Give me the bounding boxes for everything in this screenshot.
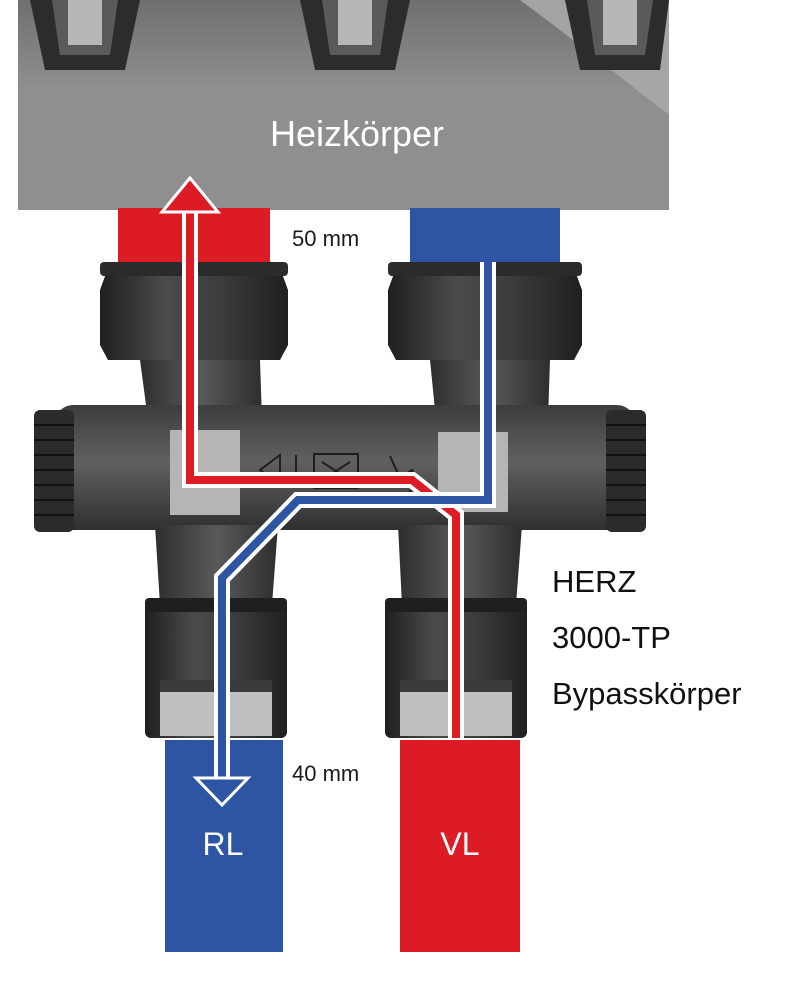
supply-flow-arrow — [158, 175, 464, 738]
radiator-label: Heizkörper — [270, 113, 444, 154]
return-arrowhead — [192, 776, 252, 808]
return-flow-arrow — [192, 262, 496, 808]
radiator: Heizkörper — [18, 0, 669, 210]
return-pipe-top — [410, 208, 560, 270]
product-label: HERZ 3000-TP Bypasskörper — [552, 564, 742, 711]
product-type: Bypasskörper — [552, 676, 742, 711]
radiator-fins — [30, 0, 669, 70]
return-label: RL — [203, 826, 244, 862]
supply-pipe-bottom — [400, 740, 520, 952]
dimension-bottom: 40 mm — [292, 761, 359, 786]
product-model: 3000-TP — [552, 620, 671, 655]
supply-label: VL — [440, 826, 479, 862]
product-brand: HERZ — [552, 564, 636, 599]
dimension-top: 50 mm — [292, 226, 359, 251]
supply-arrowhead — [158, 175, 222, 214]
